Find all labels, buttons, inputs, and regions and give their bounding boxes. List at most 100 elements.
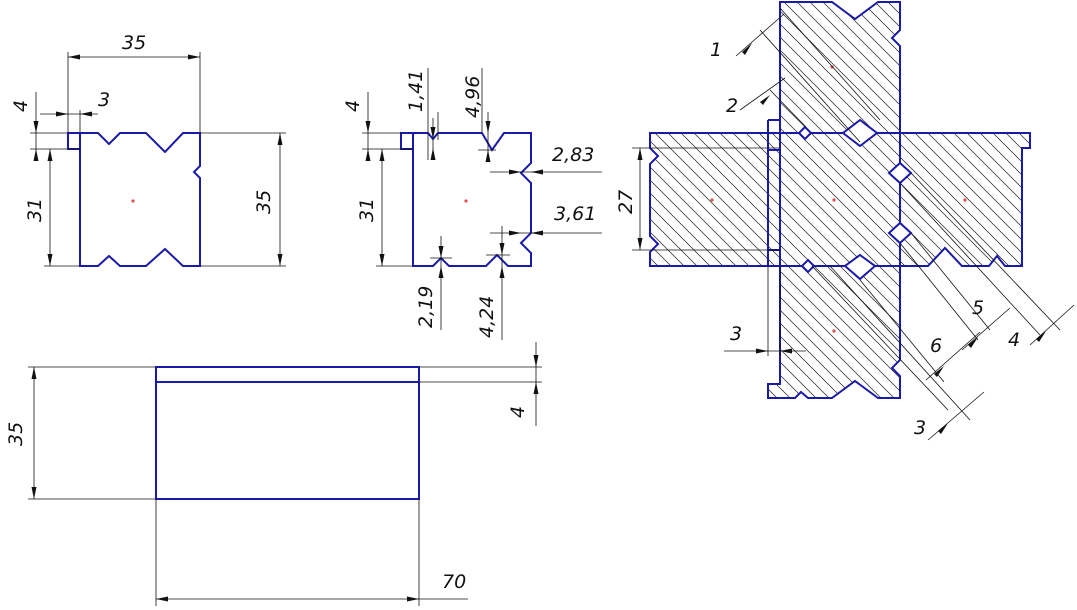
bot-dim-70-arrow-a [156,596,168,602]
bot-dim-4-arrow-b [533,382,539,394]
hatch-line [650,2,1030,398]
mid-dim-4-label: 4 [342,100,364,112]
asm-dim-27-arrow-a [637,148,643,160]
hatch-line [650,2,995,398]
left-dim-3-arrow-b [80,111,92,117]
hatch-line [807,2,1030,398]
asm-dim-6-line [925,331,981,381]
hatch-line [650,2,761,398]
asm-diag-ext-5 [910,172,1061,331]
left-dim-35v-label: 35 [253,190,275,214]
mid-dim-31-arrow-b [379,254,385,266]
asm-dim-1-label: 1 [710,39,722,61]
asm-diag-ext-3 [899,242,979,341]
asm-diag-ext-6 [899,182,1041,336]
hatch-line [859,2,1030,398]
hatch-line [755,2,1030,398]
bot-dim-70-arrow-b [407,596,419,602]
asm-diag-ext-7 [829,265,971,421]
asm-dim-3d-line [927,391,985,441]
hatch-line [1002,2,1030,398]
hatch-line [1042,0,1077,420]
hatch-line [119,0,539,420]
mid-dim-141-label: 1,41 [405,70,427,112]
mid-dim-496-arrow-a [485,121,491,133]
hatch-line [650,2,865,398]
hatch-line [1015,2,1030,398]
mid-dim-283-arrow-a [509,169,521,175]
hatch-line [885,2,1030,398]
hatch-line [1055,0,1077,420]
hatch-line [650,2,917,398]
mid-dim-219-arrow-a [438,246,444,258]
hatch-line [106,0,526,420]
asm-dim-3d-label: 3 [914,417,926,439]
hatch-line [963,2,1030,398]
hatch-line [650,2,969,398]
mid-dim-361-arrow-b [531,230,543,236]
joint-diamond-small-bottom [800,258,816,274]
bottom-side-outline [155,366,420,500]
hatch-line [171,0,591,420]
bottom-side-view: 35 4 70 [5,342,542,606]
left-dim-35-arrow-r [188,54,200,60]
asm-dim-3h-arrow-a [756,348,768,354]
assembly-center-middle [832,198,836,202]
asm-dim-5-arrow [968,337,978,348]
left-dim-4-label: 4 [10,100,32,112]
mid-dim-31-arrow-a [379,149,385,161]
hatch-line [781,2,1030,398]
mid-dim-4-arrow-a [365,121,371,133]
hatch-line [729,2,1030,398]
bot-dim-70-label: 70 [442,571,466,593]
hatch-line [898,2,1030,398]
joint-diamond-top [841,118,879,148]
left-center-mark [131,199,135,203]
mid-dim-496-label: 4,96 [462,76,484,118]
left-dim-31-arrow-a [47,149,53,161]
hatch-line [650,2,1030,398]
hatch-line [950,2,1030,398]
hatch-line [820,2,1030,398]
mid-dim-283-label: 2,83 [552,144,594,166]
mid-dim-361-label: 3,61 [554,203,596,225]
hatch-line [716,2,1030,398]
left-profile-outline [67,132,201,267]
hatch-line [651,2,1030,398]
assembly-center-bottom [832,329,836,333]
hatch-line [93,0,513,420]
assembly-center-left [710,198,714,202]
asm-dim-27-label: 27 [615,190,637,214]
asm-dim-3h-label: 3 [730,323,742,345]
assembly-center-right [963,198,967,202]
hatch-line [924,2,1030,398]
bot-dim-4-arrow-a [533,355,539,367]
hatch-line [1068,0,1077,420]
left-dim-35v-arrow-a [277,133,283,145]
mid-dim-283-arrow-b [531,169,543,175]
hatch-line [1028,2,1030,398]
hatch-line [650,2,1030,398]
hatch-line [846,2,1030,398]
joint-diamond-bottom [843,253,877,281]
hatch-line [650,2,943,398]
hatch-line [650,2,891,398]
hatch-line [833,2,1030,398]
assembly-outline [649,1,1031,399]
asm-dim-3d-arrow [938,423,948,434]
hatch-line [650,2,670,398]
hatch-line [650,2,878,398]
asm-dim-1-ext-b [759,29,861,143]
hatch-line [742,2,1030,398]
left-dim-31-arrow-b [47,254,53,266]
bot-dim-35-label: 35 [5,422,27,446]
left-dim-3-label: 3 [98,89,110,111]
hatch-line [650,2,930,398]
asm-dim-1-line [735,13,785,57]
left-dim-4-arrow-b [33,149,39,161]
left-dim-31-label: 31 [24,198,46,222]
asm-dim-5-label: 5 [972,297,984,319]
hatch-line [911,2,1030,398]
